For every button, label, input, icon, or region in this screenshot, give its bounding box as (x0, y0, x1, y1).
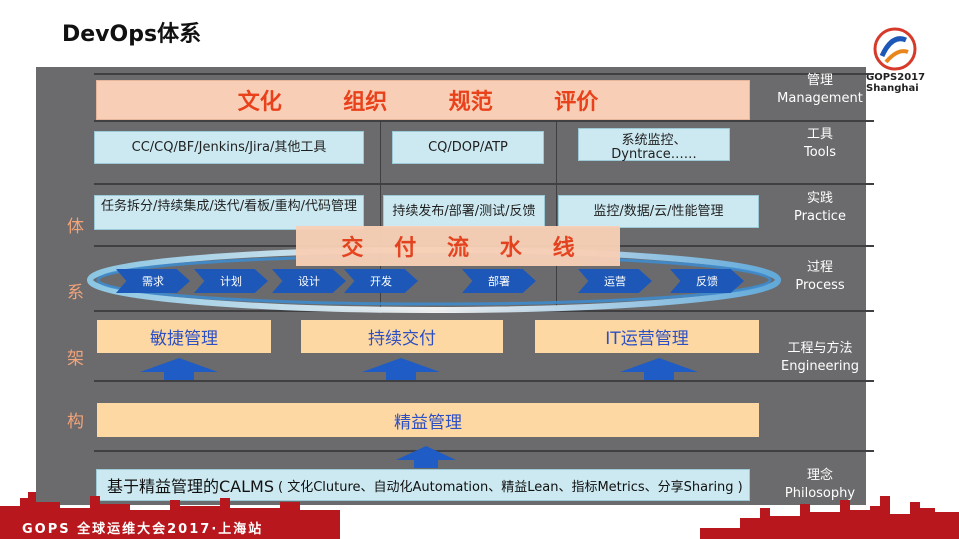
practice-box-3: 监控/数据/云/性能管理 (558, 195, 759, 228)
footer-text: GOPS 全球运维大会2017·上海站 (22, 522, 264, 537)
logo-text: GOPS2017 Shanghai (866, 72, 925, 94)
practice-box-1: 任务拆分/持续集成/迭代/看板/重构/代码管理 (94, 195, 364, 230)
logo-line2: Shanghai (866, 83, 919, 94)
practice-box-2: 持续发布/部署/测试/反馈 (383, 195, 545, 228)
layer-management-en: Management (777, 91, 863, 106)
layer-philosophy-en: Philosophy (784, 486, 856, 501)
layer-management-zh: 管理 (806, 73, 833, 88)
pipeline-char-5: 线 (552, 236, 575, 261)
process-step-feedback: 反馈 (670, 269, 744, 293)
page-title: DevOps体系 (62, 22, 202, 47)
process-step-planning: 计划 (194, 269, 268, 293)
management-box: 文化 组织 规范 评价 (96, 80, 750, 120)
pipeline-char-2: 付 (394, 236, 417, 261)
layer-process-zh: 过程 (806, 260, 833, 275)
layer-label-philosophy: 理念 Philosophy (770, 467, 870, 503)
management-culture: 文化 (237, 90, 282, 115)
layer-engineering-zh: 工程与方法 (787, 341, 853, 356)
side-label-char-3: 架 (67, 349, 84, 369)
up-arrow-icon (396, 446, 456, 468)
delivery-pipeline-banner: 交 付 流 水 线 (296, 226, 620, 266)
layer-process-en: Process (795, 278, 845, 293)
city-skyline-left (0, 492, 340, 513)
management-standards: 规范 (448, 90, 493, 115)
city-skyline-right (700, 496, 959, 539)
logo-line1: GOPS2017 (866, 72, 926, 83)
process-step-requirements: 需求 (116, 269, 190, 293)
process-step-development: 开发 (344, 269, 418, 293)
layer-label-process: 过程 Process (770, 259, 870, 295)
layer-label-practice: 实践 Practice (770, 190, 870, 226)
layer-label-tools: 工具 Tools (770, 126, 870, 162)
philosophy-box: 基于精益管理的CALMS ( 文化Cluture、自动化Automation、精… (96, 469, 750, 501)
process-step-operations: 运营 (578, 269, 652, 293)
up-arrow-icon (140, 358, 218, 380)
gops-logo-icon (873, 27, 917, 71)
lean-management: 精益管理 (97, 403, 759, 437)
layer-tools-en: Tools (803, 145, 837, 160)
tools-box-1: CC/CQ/BF/Jenkins/Jira/其他工具 (94, 131, 364, 164)
management-evaluation: 评价 (554, 90, 599, 115)
management-organization: 组织 (343, 90, 388, 115)
side-label-char-1: 体 (67, 217, 84, 237)
layer-tools-zh: 工具 (806, 127, 833, 142)
layer-label-management: 管理 Management (770, 72, 870, 108)
philosophy-detail: ( 文化Cluture、自动化Automation、精益Lean、指标Metri… (278, 479, 743, 495)
footer-bar (0, 511, 340, 539)
engineering-agile: 敏捷管理 (97, 320, 271, 353)
pipeline-char-1: 交 (341, 236, 364, 261)
engineering-it-operations: IT运营管理 (535, 320, 759, 353)
layer-philosophy-zh: 理念 (806, 468, 833, 483)
layer-engineering-en: Engineering (781, 359, 859, 374)
up-arrow-icon (362, 358, 440, 380)
layer-practice-en: Practice (794, 209, 846, 224)
side-label-char-4: 构 (67, 412, 84, 432)
process-step-design: 设计 (272, 269, 346, 293)
tools-box-2: CQ/DOP/ATP (392, 131, 544, 164)
layer-practice-zh: 实践 (806, 191, 833, 206)
engineering-continuous-delivery: 持续交付 (301, 320, 503, 353)
layer-label-engineering: 工程与方法 Engineering (770, 340, 870, 376)
up-arrow-icon (620, 358, 698, 380)
pipeline-char-3: 流 (446, 236, 469, 261)
process-step-deployment: 部署 (462, 269, 536, 293)
pipeline-char-4: 水 (499, 236, 522, 261)
philosophy-main: 基于精益管理的CALMS (107, 477, 274, 496)
side-label-char-2: 系 (67, 283, 84, 303)
tools-box-3: 系统监控、Dyntrace…… (578, 128, 730, 162)
